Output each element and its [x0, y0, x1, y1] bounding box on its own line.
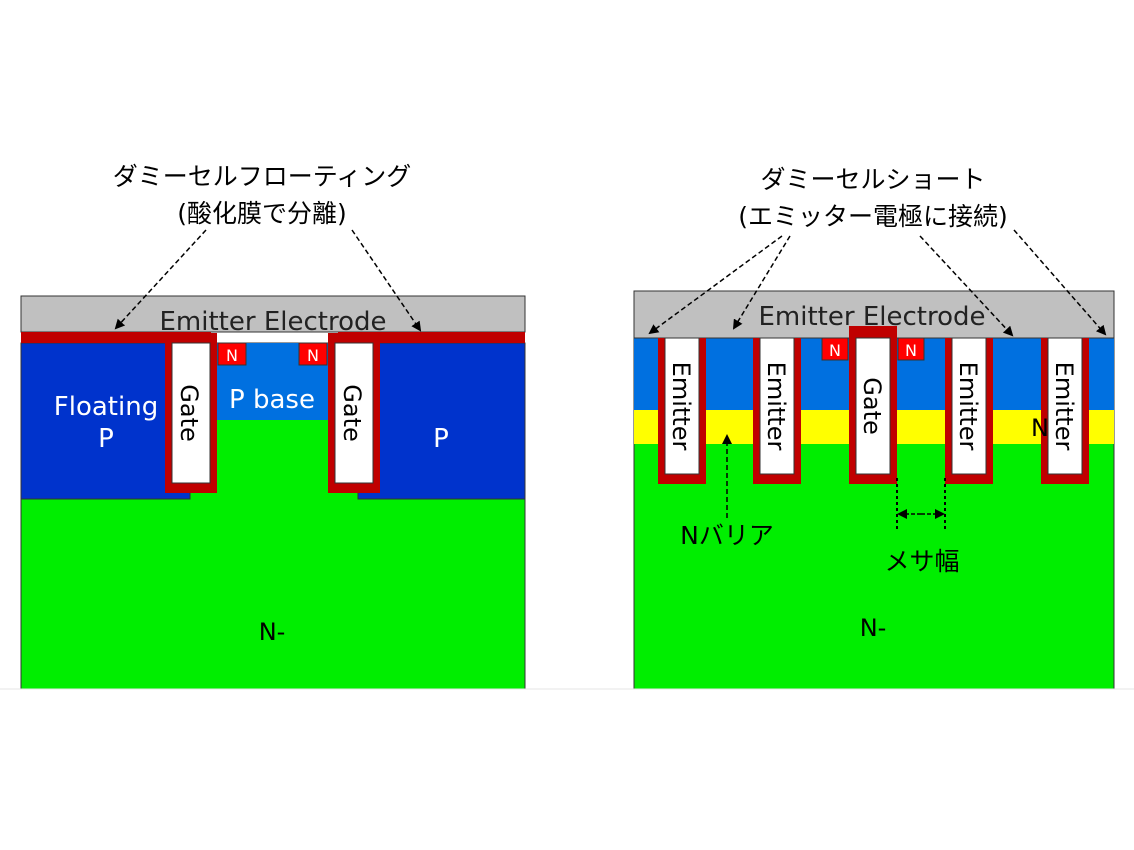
trench-2-label: Emitter [762, 362, 790, 451]
right-p-label: P [433, 424, 449, 454]
floating-p-label-line2: P [98, 424, 114, 454]
left-gate-2-label: Gate [338, 384, 366, 441]
left-oxide-layer-right [338, 332, 525, 343]
trench-2-fill [759, 337, 795, 475]
left-n-plus-1 [217, 342, 247, 366]
n-barrier-annotation: Nバリア [680, 521, 774, 550]
right-n-plus-1-label: N [829, 341, 841, 360]
left-n-plus-2 [298, 342, 328, 366]
left-n-plus-2-label: N [307, 346, 319, 365]
left-gate-1-label: Gate [175, 384, 203, 441]
trench-gate-label: Gate [858, 377, 886, 434]
left-oxide-layer-left [21, 332, 211, 343]
left-electrode-label: Emitter Electrode [160, 307, 387, 337]
mesa-width-annotation: メサ幅 [884, 547, 959, 576]
left-title-line2: (酸化膜で分離) [177, 199, 347, 228]
left-floating-p-region [20, 342, 191, 500]
right-arrow-2 [732, 235, 791, 330]
left-arrow-2 [351, 229, 422, 332]
trench-1-fill [664, 337, 700, 475]
left-gate-trench-1-fill [171, 342, 211, 484]
trench-5-fill [1047, 337, 1083, 475]
left-arrow-1 [114, 229, 207, 330]
p-base-label: P base [229, 385, 315, 415]
trench-5-label: Emitter [1050, 362, 1078, 451]
right-side-p-region [357, 342, 526, 500]
left-emitter-electrode [20, 295, 526, 333]
right-n-plus-2-label: N [905, 341, 917, 360]
trench-gate-fill [855, 337, 891, 475]
right-structure [633, 290, 1115, 690]
right-electrode-label: Emitter Electrode [759, 302, 986, 332]
left-drift-label: N- [259, 618, 286, 646]
right-n-plus-1 [821, 337, 849, 361]
right-arrow-4 [1013, 229, 1107, 336]
left-n-plus-1-label: N [226, 346, 238, 365]
left-title-line1: ダミーセルフローティング [113, 162, 412, 191]
right-n-plus-2 [897, 337, 925, 361]
right-arrow-3 [919, 235, 1014, 337]
right-drift-label: N- [860, 614, 887, 642]
trench-4-label: Emitter [954, 362, 982, 451]
right-title-line2: (エミッター電極に接続) [738, 202, 1008, 231]
right-title-line1: ダミーセルショート [760, 165, 985, 194]
trench-4-fill [951, 337, 987, 475]
floating-p-label-line1: Floating [54, 392, 158, 422]
n-barrier-partial-label: N [1031, 414, 1049, 442]
trench-1-label: Emitter [667, 362, 695, 451]
left-gate-trench-2-fill [334, 342, 374, 484]
right-arrow-1 [648, 235, 783, 335]
left-structure [20, 295, 526, 690]
